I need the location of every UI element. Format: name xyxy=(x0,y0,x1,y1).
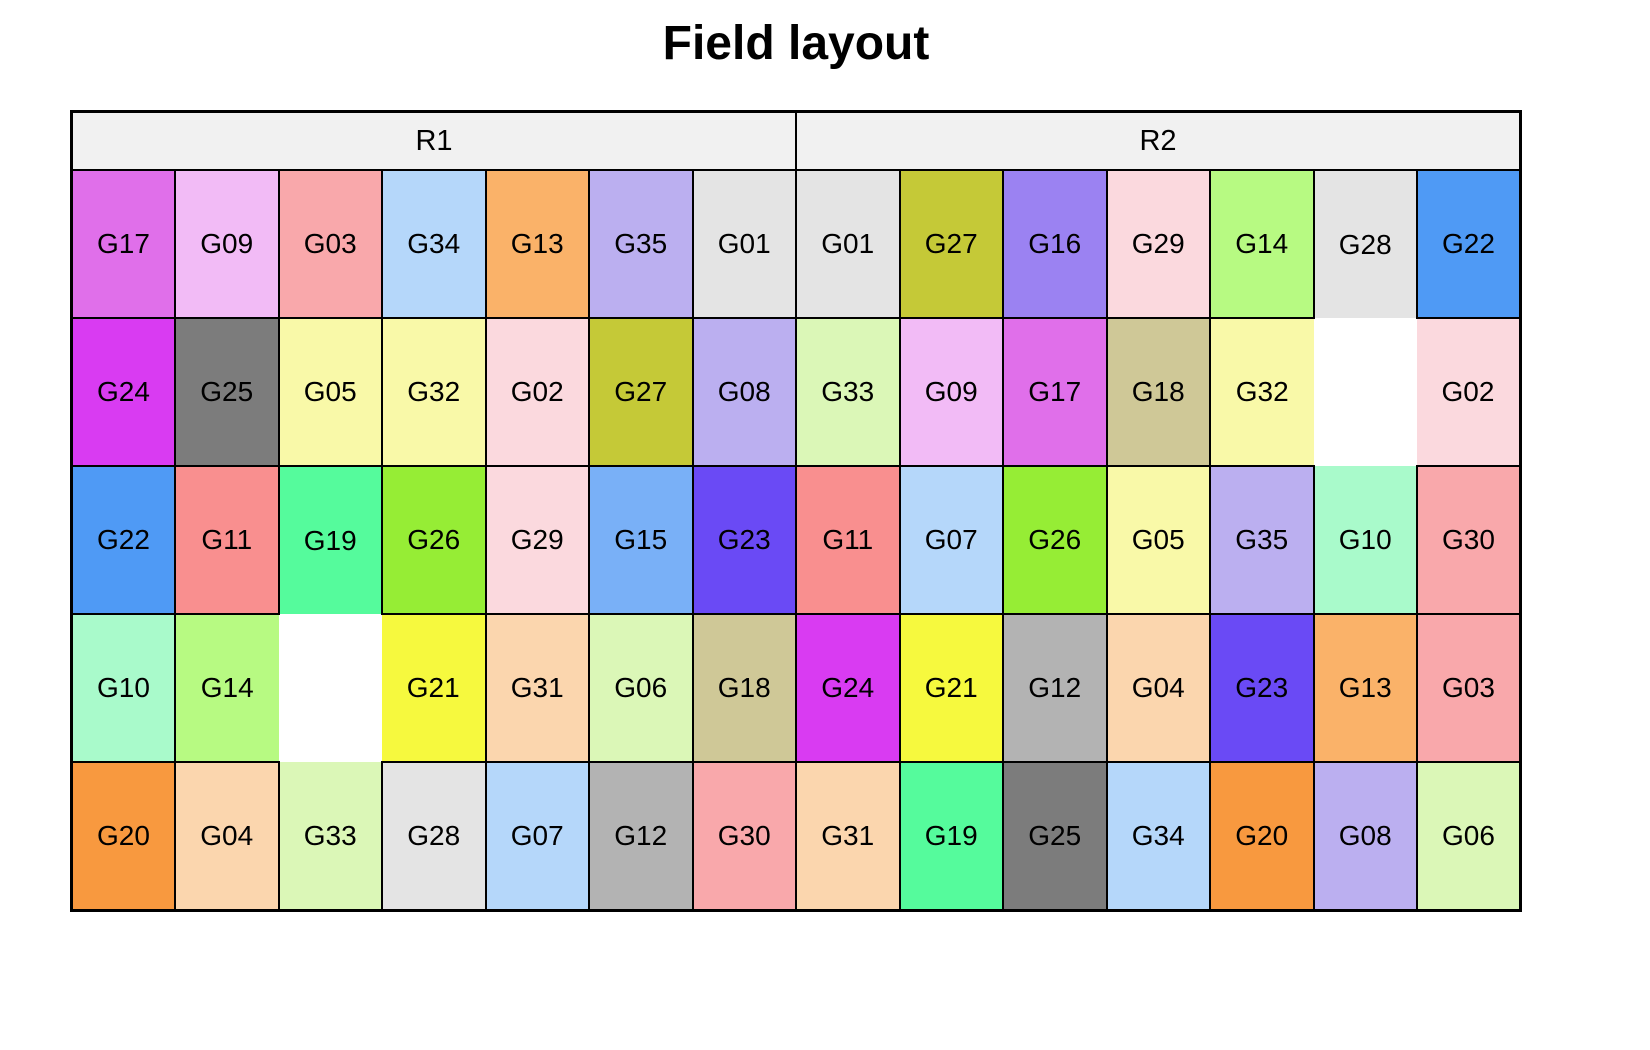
plot-cell-g05: G05 xyxy=(277,317,383,467)
plot-cell-g13: G13 xyxy=(1312,613,1418,763)
plot-cell-g30: G30 xyxy=(691,761,797,912)
plot-cell-g21: G21 xyxy=(381,613,487,763)
plot-cell-g26: G26 xyxy=(1002,465,1108,615)
plot-cell-g01: G01 xyxy=(795,169,901,319)
plot-cell-g12: G12 xyxy=(1002,613,1108,763)
plot-cell-g22: G22 xyxy=(70,465,176,615)
plot-cell-g19: G19 xyxy=(898,761,1004,912)
plot-cell-g25: G25 xyxy=(1002,761,1108,912)
plot-cell-g02: G02 xyxy=(484,317,590,467)
plot-cell-g07: G07 xyxy=(898,465,1004,615)
plot-cell-g13: G13 xyxy=(484,169,590,319)
plot-cell-g09: G09 xyxy=(898,317,1004,467)
plot-cell-g11: G11 xyxy=(174,465,280,615)
empty-plot-cell xyxy=(1313,318,1417,466)
plot-cell-g26: G26 xyxy=(381,465,487,615)
plot-cell-g17: G17 xyxy=(70,169,176,319)
plot-cell-g29: G29 xyxy=(484,465,590,615)
plot-cell-g19: G19 xyxy=(277,465,383,615)
panel-header-r2: R2 xyxy=(795,110,1522,171)
plot-cell-g14: G14 xyxy=(1209,169,1315,319)
plot-cell-g08: G08 xyxy=(691,317,797,467)
plot-cell-g24: G24 xyxy=(795,613,901,763)
plot-cell-g16: G16 xyxy=(1002,169,1108,319)
plot-cell-g33: G33 xyxy=(795,317,901,467)
plot-cell-g32: G32 xyxy=(1209,317,1315,467)
plot-cell-g34: G34 xyxy=(1105,761,1211,912)
plot-cell-g22: G22 xyxy=(1416,169,1522,319)
plot-cell-g33: G33 xyxy=(277,761,383,912)
plot-cell-g03: G03 xyxy=(277,169,383,319)
plot-cell-g31: G31 xyxy=(484,613,590,763)
plot-cell-g27: G27 xyxy=(588,317,694,467)
plot-cell-g32: G32 xyxy=(381,317,487,467)
plot-cell-g18: G18 xyxy=(691,613,797,763)
plot-cell-g11: G11 xyxy=(795,465,901,615)
plot-cell-g35: G35 xyxy=(588,169,694,319)
plot-cell-g10: G10 xyxy=(70,613,176,763)
plot-cell-g23: G23 xyxy=(691,465,797,615)
plot-cell-g04: G04 xyxy=(1105,613,1211,763)
plot-cell-g07: G07 xyxy=(484,761,590,912)
plot-cell-g25: G25 xyxy=(174,317,280,467)
plot-cell-g15: G15 xyxy=(588,465,694,615)
plot-cell-g20: G20 xyxy=(70,761,176,912)
page-title: Field layout xyxy=(662,17,930,70)
plot-cell-g18: G18 xyxy=(1105,317,1211,467)
plot-cell-g10: G10 xyxy=(1312,465,1418,615)
plot-cell-g30: G30 xyxy=(1416,465,1522,615)
plot-cell-g27: G27 xyxy=(898,169,1004,319)
plot-cell-g28: G28 xyxy=(1312,169,1418,319)
plot-cell-g20: G20 xyxy=(1209,761,1315,912)
panel-header-r1: R1 xyxy=(70,110,797,171)
plot-cell-g02: G02 xyxy=(1416,317,1522,467)
plot-cell-g17: G17 xyxy=(1002,317,1108,467)
plot-cell-g12: G12 xyxy=(588,761,694,912)
plot-cell-g23: G23 xyxy=(1209,613,1315,763)
plot-cell-g09: G09 xyxy=(174,169,280,319)
plot-cell-g28: G28 xyxy=(381,761,487,912)
plot-cell-g06: G06 xyxy=(588,613,694,763)
plot-cell-g08: G08 xyxy=(1312,761,1418,912)
plot-cell-g04: G04 xyxy=(174,761,280,912)
plot-cell-g05: G05 xyxy=(1105,465,1211,615)
plot-cell-g34: G34 xyxy=(381,169,487,319)
plot-cell-g31: G31 xyxy=(795,761,901,912)
plot-cell-g29: G29 xyxy=(1105,169,1211,319)
plot-cell-g06: G06 xyxy=(1416,761,1522,912)
panel-header-row: R1 R2 xyxy=(70,110,1522,171)
plot-cell-g24: G24 xyxy=(70,317,176,467)
empty-plot-cell xyxy=(278,614,382,762)
plot-cell-g35: G35 xyxy=(1209,465,1315,615)
plot-cell-g21: G21 xyxy=(898,613,1004,763)
plot-cell-g14: G14 xyxy=(174,613,280,763)
plot-cell-g03: G03 xyxy=(1416,613,1522,763)
plot-cell-g01: G01 xyxy=(691,169,797,319)
